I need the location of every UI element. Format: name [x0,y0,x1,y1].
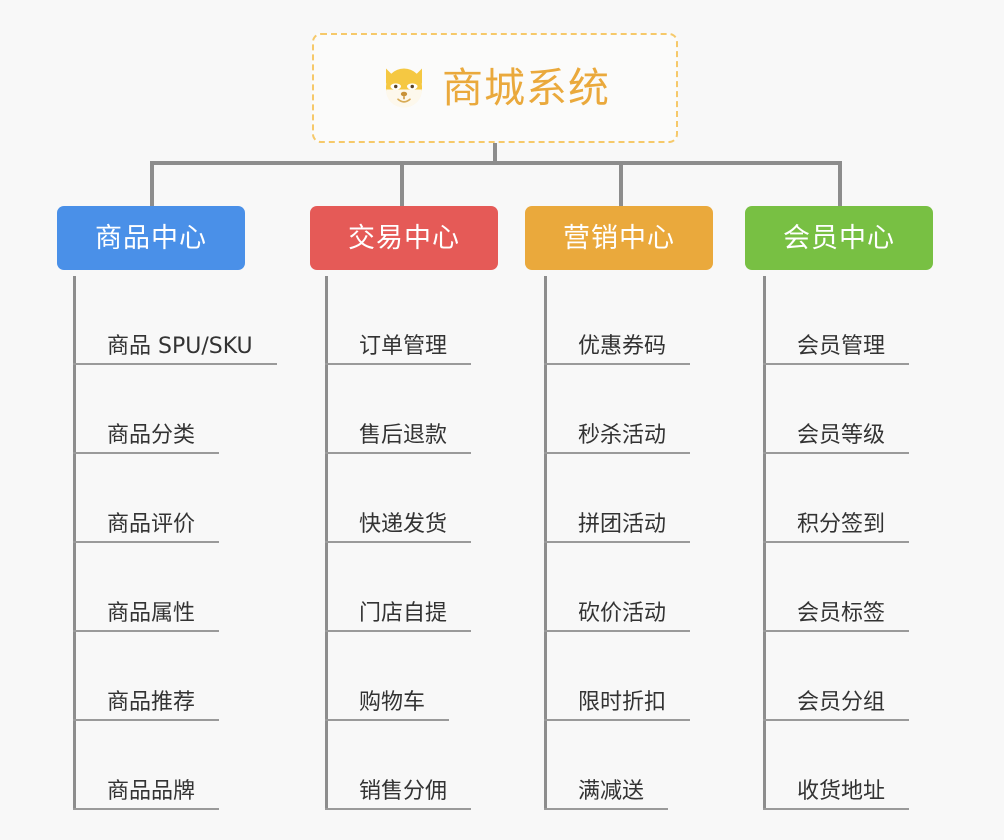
list-item[interactable]: 商品分类 [73,365,253,454]
category-header-3[interactable]: 会员中心 [745,206,933,270]
list-item[interactable]: 商品 SPU/SKU [73,276,277,365]
leaf-label: 满减送 [578,779,645,804]
list-item[interactable]: 砍价活动 [544,543,690,632]
list-item[interactable]: 收货地址 [763,721,909,810]
leaf-underline [73,363,277,365]
leaf-column-2: 优惠券码 秒杀活动 拼团活动 砍价活动 限时折扣 满减送 [544,276,690,810]
leaf-label: 会员管理 [797,334,886,359]
list-item[interactable]: 订单管理 [325,276,471,365]
leaf-underline [73,719,219,721]
leaf-label: 购物车 [359,690,426,715]
category-header-1[interactable]: 交易中心 [310,206,498,270]
leaf-label: 会员等级 [797,423,886,448]
leaf-label: 快递发货 [359,512,448,537]
list-item[interactable]: 会员标签 [763,543,909,632]
list-item[interactable]: 商品评价 [73,454,253,543]
list-item[interactable]: 会员管理 [763,276,909,365]
column-trunk-line [763,276,766,810]
list-item[interactable]: 满减送 [544,721,668,810]
root-node-mall-system[interactable]: 商城系统 [312,33,678,143]
list-item[interactable]: 优惠券码 [544,276,690,365]
leaf-underline [763,719,909,721]
list-item[interactable]: 会员分组 [763,632,909,721]
leaf-underline [73,630,219,632]
leaf-underline [763,808,909,810]
connector-drop-2 [400,161,404,207]
leaf-column-3: 会员管理 会员等级 积分签到 会员标签 会员分组 收货地址 [763,276,909,810]
column-trunk-line [544,276,547,810]
root-title: 商城系统 [442,63,610,112]
leaf-label: 商品推荐 [107,690,196,715]
leaf-underline [325,541,471,543]
leaf-underline [325,452,471,454]
list-item[interactable]: 拼团活动 [544,454,690,543]
category-header-label: 会员中心 [783,222,895,254]
list-item[interactable]: 积分签到 [763,454,909,543]
list-item[interactable]: 购物车 [325,632,449,721]
leaf-label: 会员分组 [797,690,886,715]
connector-drop-1 [150,161,154,207]
list-item[interactable]: 快递发货 [325,454,471,543]
leaf-underline [763,541,909,543]
leaf-label: 收货地址 [797,779,886,804]
list-item[interactable]: 售后退款 [325,365,471,454]
leaf-label: 商品属性 [107,601,196,626]
leaf-label: 秒杀活动 [578,423,667,448]
leaf-underline [544,808,668,810]
leaf-label: 商品品牌 [107,779,196,804]
leaf-label: 拼团活动 [578,512,667,537]
leaf-label: 商品分类 [107,423,196,448]
leaf-label: 商品评价 [107,512,196,537]
category-header-label: 营销中心 [563,222,675,254]
leaf-label: 商品 SPU/SKU [107,334,253,359]
leaf-underline [544,363,690,365]
category-header-0[interactable]: 商品中心 [57,206,245,270]
leaf-underline [544,452,690,454]
list-item[interactable]: 商品属性 [73,543,253,632]
leaf-label: 砍价活动 [578,601,667,626]
leaf-underline [325,363,471,365]
connector-drop-4 [838,161,842,207]
list-item[interactable]: 销售分佣 [325,721,471,810]
leaf-underline [763,363,909,365]
leaf-underline [325,719,449,721]
leaf-label: 门店自提 [359,601,448,626]
leaf-label: 订单管理 [359,334,448,359]
leaf-label: 优惠券码 [578,334,667,359]
leaf-label: 积分签到 [797,512,886,537]
category-header-label: 交易中心 [348,222,460,254]
leaf-underline [544,630,690,632]
leaf-underline [544,719,690,721]
leaf-underline [763,630,909,632]
leaf-underline [544,541,690,543]
leaf-underline [325,808,471,810]
leaf-label: 会员标签 [797,601,886,626]
connector-bus-bar [150,161,842,165]
leaf-underline [325,630,471,632]
list-item[interactable]: 秒杀活动 [544,365,690,454]
category-header-label: 商品中心 [95,222,207,254]
connector-drop-3 [619,161,623,207]
leaf-underline [73,808,219,810]
list-item[interactable]: 门店自提 [325,543,471,632]
column-trunk-line [325,276,328,810]
leaf-label: 限时折扣 [578,690,667,715]
leaf-label: 售后退款 [359,423,448,448]
shiba-dog-face-icon [386,68,422,108]
list-item[interactable]: 会员等级 [763,365,909,454]
list-item[interactable]: 商品品牌 [73,721,253,810]
category-header-2[interactable]: 营销中心 [525,206,713,270]
list-item[interactable]: 限时折扣 [544,632,690,721]
list-item[interactable]: 商品推荐 [73,632,253,721]
connector-root-stem [493,143,497,164]
leaf-underline [763,452,909,454]
column-trunk-line [73,276,76,810]
leaf-label: 销售分佣 [359,779,448,804]
leaf-column-1: 订单管理 售后退款 快递发货 门店自提 购物车 销售分佣 [325,276,471,810]
leaf-column-0: 商品 SPU/SKU 商品分类 商品评价 商品属性 商品推荐 商品品牌 [73,276,277,810]
leaf-underline [73,452,219,454]
leaf-underline [73,541,219,543]
